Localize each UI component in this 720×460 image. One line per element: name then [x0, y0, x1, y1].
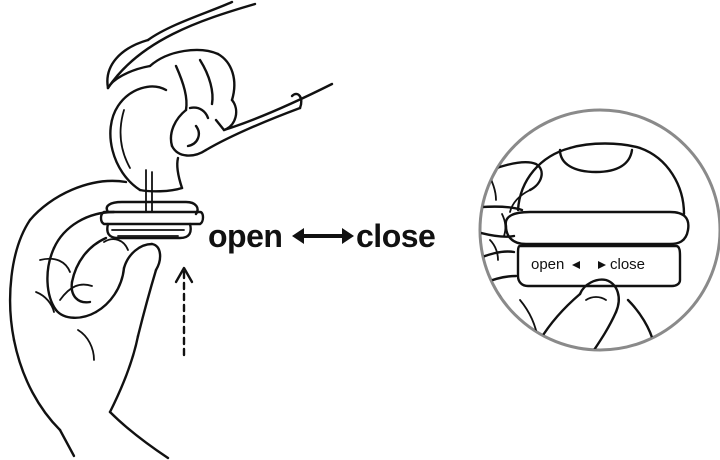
main-open-label: open	[208, 218, 283, 254]
bottom-hand-illustration	[8, 179, 170, 460]
push-up-arrow	[174, 266, 194, 358]
detail-close-arrow-icon	[598, 261, 606, 269]
main-close-label: close	[356, 218, 436, 254]
base-ring-illustration	[99, 200, 205, 240]
detail-open-arrow-icon	[572, 261, 580, 269]
cap-illustration	[109, 85, 184, 213]
detail-open-label: open	[531, 256, 565, 273]
main-double-arrow-icon	[292, 228, 354, 244]
detail-close-label: close	[610, 256, 646, 273]
detail-inset	[478, 108, 720, 352]
top-hand-illustration	[106, 0, 334, 157]
